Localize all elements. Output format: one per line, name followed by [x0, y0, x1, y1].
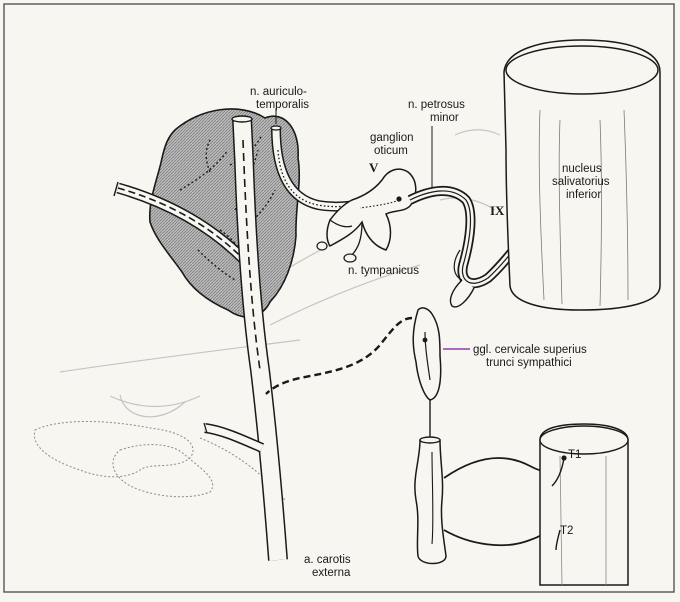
label-ganglion-oticum-2: oticum	[374, 145, 408, 157]
label-nucleus-2: salivatorius	[552, 176, 610, 188]
label-nerve-v: V	[369, 160, 379, 175]
label-ggl-cervicale-2: trunci sympathici	[486, 357, 572, 369]
label-tympanicus: n. tympanicus	[348, 265, 419, 277]
label-t2: T2	[560, 525, 573, 537]
label-ganglion-oticum-1: ganglion	[370, 132, 413, 144]
label-auriculotemporalis-1: n. auriculo-	[250, 86, 307, 98]
carotid-branch	[204, 423, 262, 448]
preganglionic-fibres	[444, 458, 556, 545]
label-nerve-ix: IX	[490, 203, 505, 218]
brainstem	[504, 40, 660, 310]
spinal-cord-segment	[540, 424, 628, 585]
label-auriculotemporalis-2: temporalis	[256, 99, 309, 111]
label-petrosus-minor-2: minor	[430, 112, 459, 124]
label-ggl-cervicale-1: ggl. cervicale superius	[473, 344, 587, 356]
postganglionic-sympathetic-fibres	[266, 318, 412, 394]
dotted-mandible-outline	[34, 422, 285, 501]
label-nucleus-3: inferior	[566, 189, 601, 201]
sympathetic-trunk	[415, 400, 446, 564]
superior-cervical-ganglion	[413, 308, 440, 400]
label-nucleus-1: nucleus	[562, 163, 602, 175]
label-t1: T1	[568, 449, 581, 461]
otic-ganglion	[317, 169, 416, 262]
label-carotis-2: externa	[312, 567, 351, 579]
label-petrosus-minor-1: n. petrosus	[408, 99, 465, 111]
label-carotis-1: a. carotis	[304, 554, 351, 566]
